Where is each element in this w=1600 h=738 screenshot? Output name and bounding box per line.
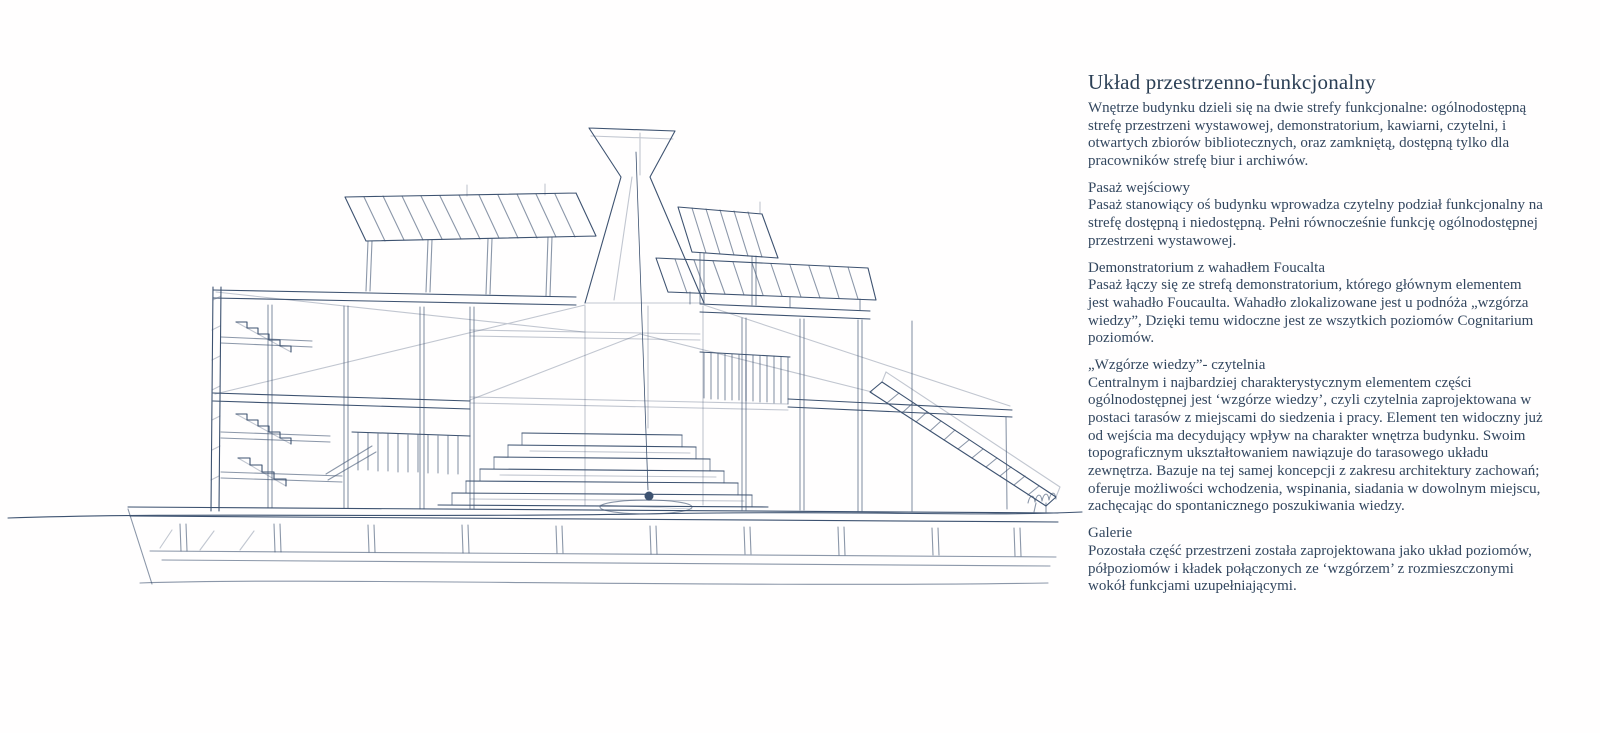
right-ramp — [869, 371, 1061, 507]
tower-skylight — [584, 127, 705, 304]
ground-and-foundations — [7, 506, 1083, 585]
walls-and-floor-slabs — [210, 286, 1013, 512]
architectural-section-sketch — [7, 127, 1083, 585]
knowledge-hill-terraces — [437, 432, 769, 508]
section-galerie: Galerie Pozostała część przestrzeni zost… — [1088, 525, 1544, 596]
section-heading: „Wzgórze wiedzy”- czytelnia — [1088, 356, 1266, 373]
intro-paragraph: Wnętrze budynku dzieli się na dwie stref… — [1088, 100, 1527, 170]
roof-right-upper — [677, 201, 779, 306]
foucault-pendulum — [599, 151, 693, 515]
section-heading: Demonstratorium z wahadłem Foucalta — [1088, 259, 1326, 276]
section-body: Pozostała część przestrzeni została zapr… — [1088, 542, 1532, 595]
text-column: Układ przestrzenno-funkcjonalny Wnętrze … — [1088, 70, 1544, 596]
roof-left — [344, 183, 597, 297]
section-wzgorze-wiedzy: „Wzgórze wiedzy”- czytelnia Centralnym i… — [1088, 357, 1544, 516]
columns — [267, 304, 913, 512]
cognitarium-section-sketch — [7, 127, 1083, 585]
section-body: Pasaż stanowiący oś budynku wprowadza cz… — [1088, 197, 1543, 249]
section-pasaz-wejsciowy: Pasaż wejściowy Pasaż stanowiący oś budy… — [1088, 180, 1544, 251]
roof-right-lower — [655, 257, 877, 311]
section-heading: Galerie — [1088, 525, 1133, 542]
perspective-guides — [214, 291, 1011, 407]
section-body: Centralnym i najbardziej charakterystycz… — [1088, 374, 1543, 515]
page-title: Układ przestrzenno-funkcjonalny — [1088, 70, 1376, 94]
section-body: Pasaż łączy się ze strefą demonstratoriu… — [1088, 277, 1534, 347]
left-stairs — [235, 321, 377, 487]
section-demonstratorium: Demonstratorium z wahadłem Foucalta Pasa… — [1088, 260, 1544, 348]
mezzanine-railings — [351, 351, 791, 475]
section-heading: Pasaż wejściowy — [1088, 179, 1191, 196]
shrub-scribble — [1027, 492, 1057, 513]
